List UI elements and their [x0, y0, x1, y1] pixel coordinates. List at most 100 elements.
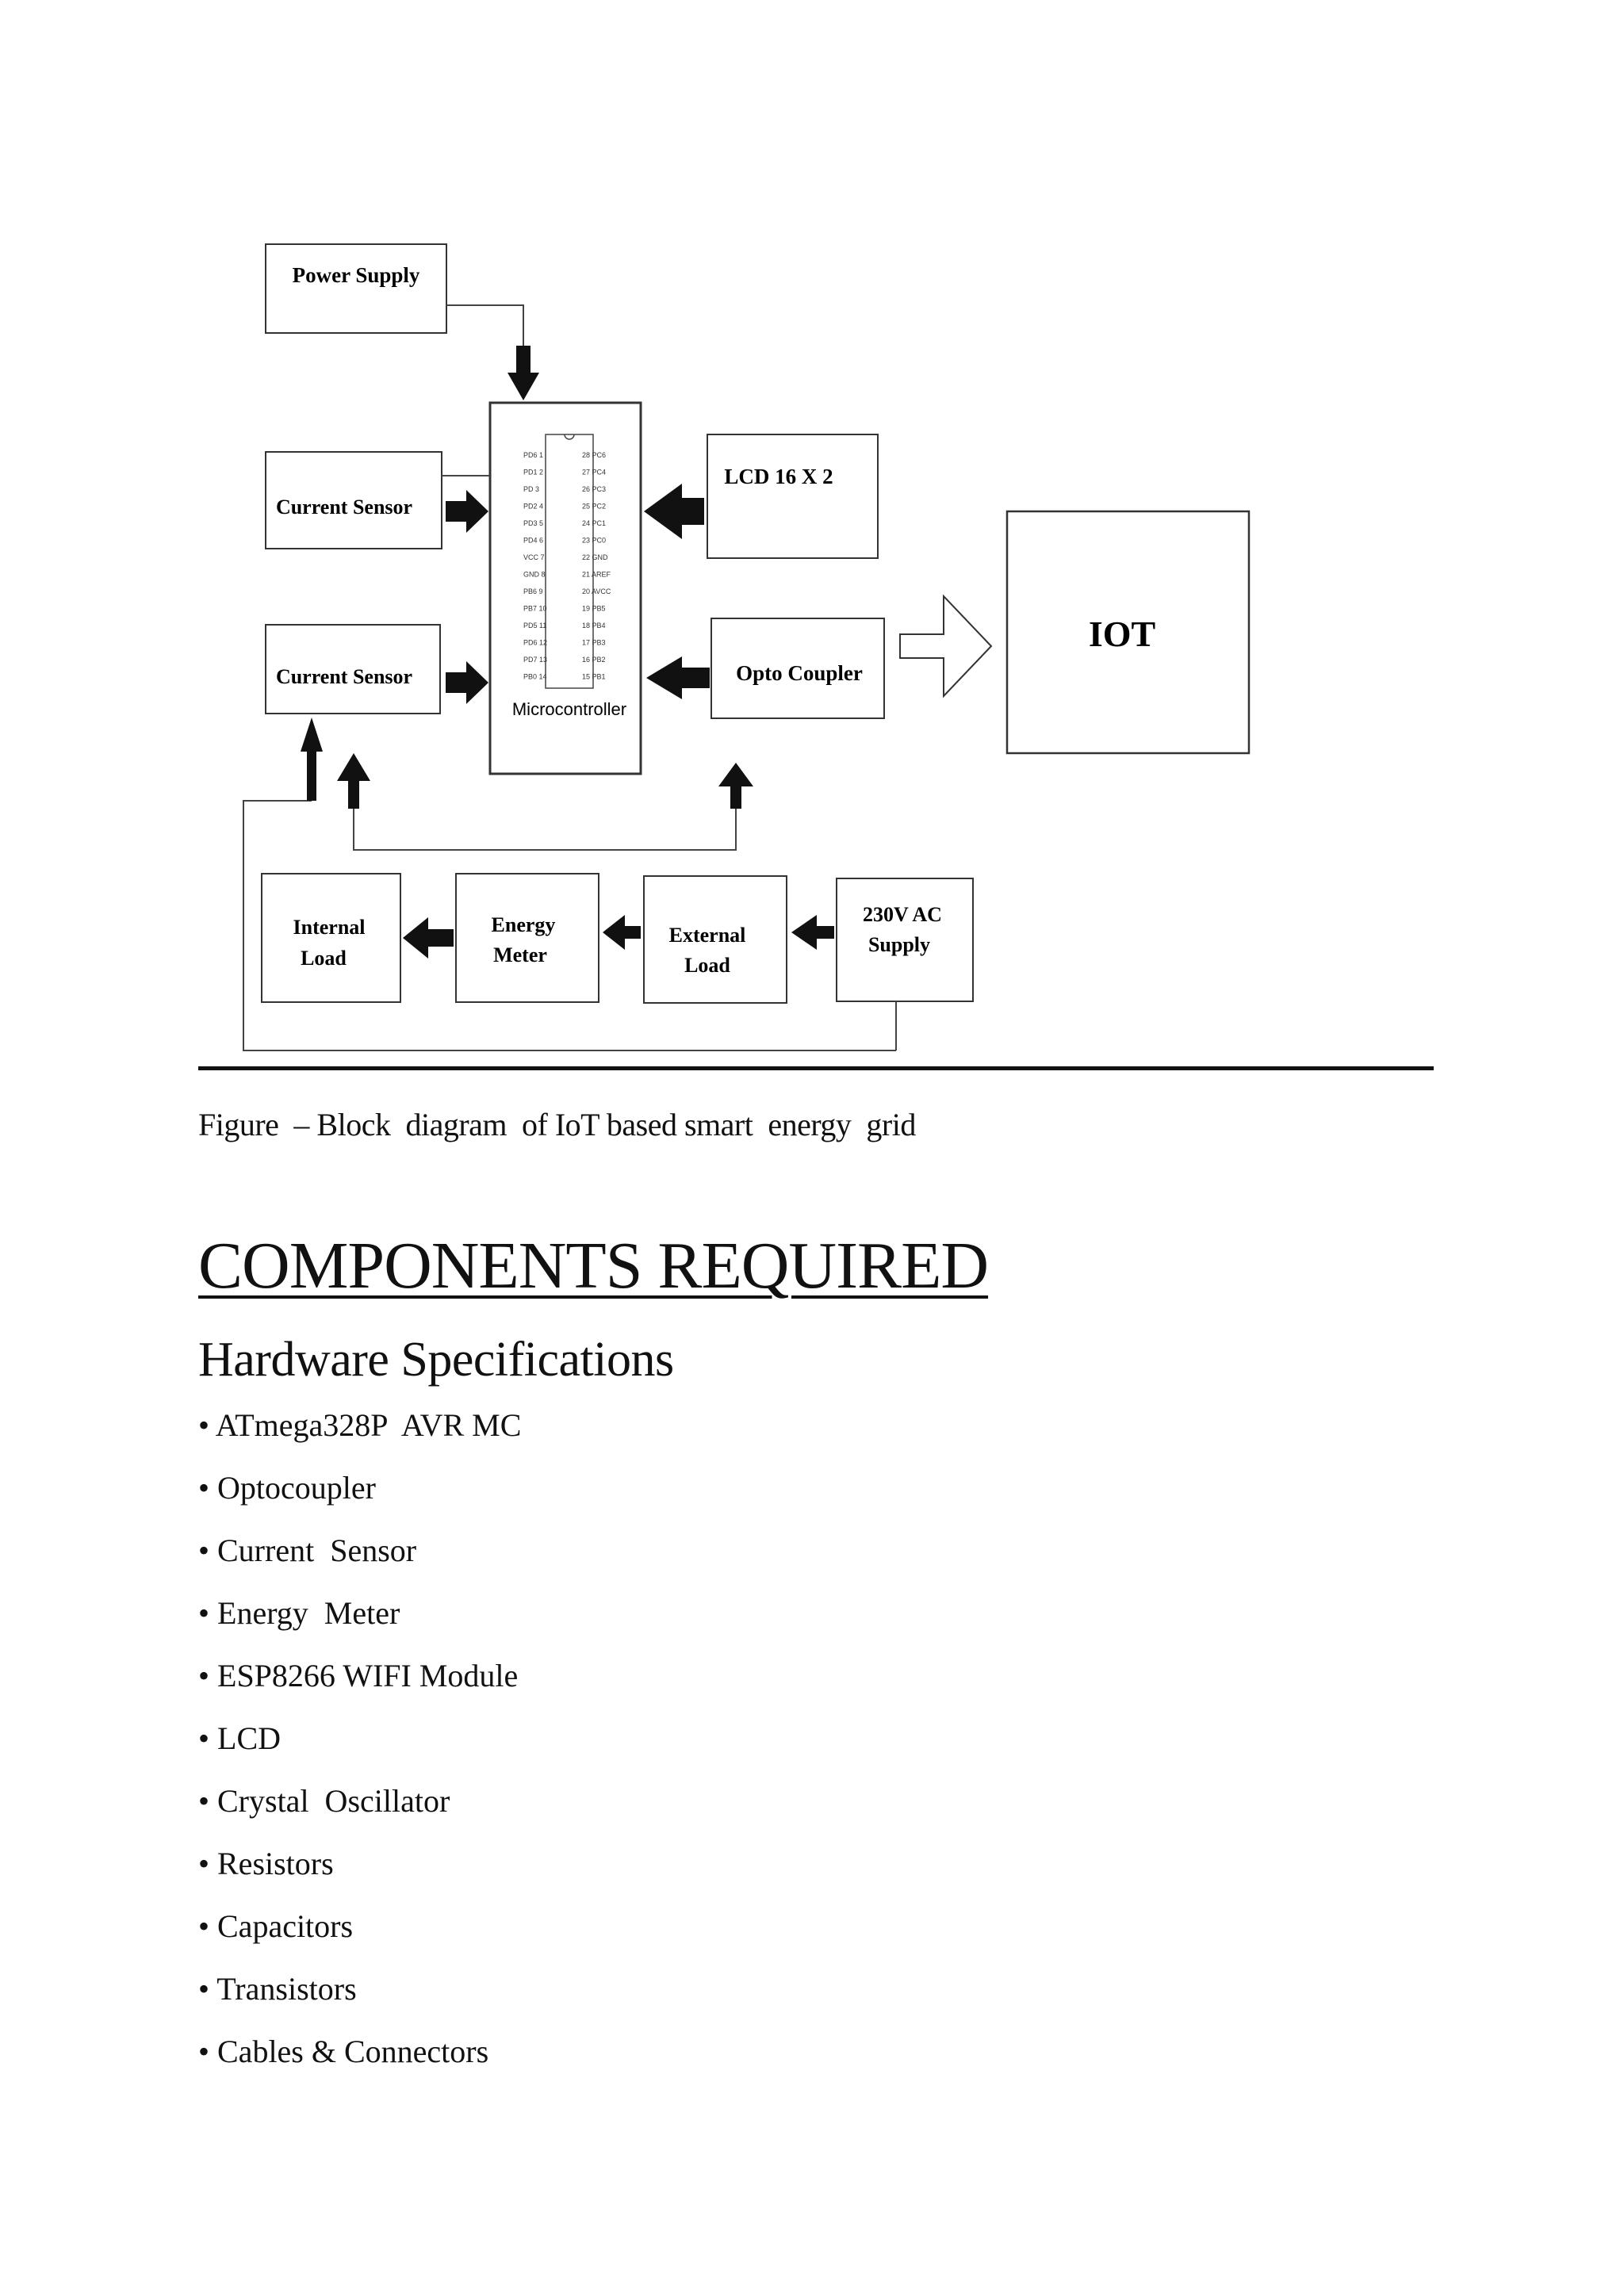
block-power-supply: Power Supply [265, 243, 447, 334]
chip-pin-label: PB0 14 [523, 673, 547, 681]
arrow-meter-to-sensor2 [337, 753, 370, 809]
spec-item: • Cables & Connectors [198, 2034, 489, 2069]
chip-pin-label: 19 PB5 [582, 605, 606, 613]
block-energy-meter-line-1: Energy [492, 913, 556, 936]
chip-pin-label: 25 PC2 [582, 503, 606, 511]
arrow-meter-to-opto [718, 763, 753, 809]
svg-text:External: External [669, 924, 746, 947]
svg-text:Current Sensor: Current Sensor [276, 496, 412, 519]
block-current-sensor-2: Current Sensor [265, 624, 441, 714]
chip-pin-label: VCC 7 [523, 553, 545, 561]
chip-pin-label: 22 GND [582, 553, 608, 561]
block-ac-supply-line-1: 230V AC [863, 903, 942, 926]
spec-item: • Current Sensor [198, 1533, 417, 1568]
chip-pin-label: 24 PC1 [582, 519, 606, 527]
block-internal-load-line-2: Load [301, 947, 347, 970]
block-ac-supply-line-2: Supply [868, 933, 930, 956]
chip-pin-label: PD1 2 [523, 469, 543, 476]
chip-pins-left: PD6 1 PD1 2 PD 3 PD2 4 PD3 5 PD4 6 VCC 7 GND 8 P… [523, 451, 547, 681]
arrow-meter-to-internal-load [403, 917, 454, 959]
svg-text:Load: Load [301, 947, 347, 970]
figure-caption: Figure – Block diagram of IoT based smar… [198, 1107, 916, 1142]
block-ac-supply: 230V AC Supply [836, 878, 974, 1002]
arrow-mcu-to-iot [899, 594, 993, 698]
arrow-external-load-to-meter [603, 915, 641, 950]
svg-text:Internal: Internal [293, 916, 366, 939]
svg-text:Opto Coupler: Opto Coupler [736, 661, 863, 685]
chip-pin-label: PD3 5 [523, 519, 543, 527]
block-iot: IOT [1005, 510, 1251, 755]
svg-text:Power Supply: Power Supply [293, 263, 420, 287]
svg-text:Energy: Energy [492, 913, 556, 936]
hardware-spec-list: • ATmega328P AVR MC • Optocoupler • Curren… [198, 1410, 521, 2099]
chip-pin-label: PD6 12 [523, 639, 547, 647]
chip-pin-label: PD2 4 [523, 503, 543, 511]
svg-text:Meter: Meter [493, 943, 547, 966]
block-external-load-line-2: Load [684, 954, 730, 977]
arrow-supply-to-external-load [791, 915, 834, 950]
figure-divider [198, 1066, 1434, 1070]
chip-pin-label: PB7 10 [523, 605, 547, 613]
chip-pin-label: PB6 9 [523, 587, 543, 595]
chip-pin-label: 28 PC6 [582, 451, 606, 459]
chip-pin-label: 18 PB4 [582, 622, 606, 629]
arrow-sensor2-to-mcu [446, 661, 488, 704]
chip-pin-label: 15 PB1 [582, 673, 606, 681]
svg-text:Current Sensor: Current Sensor [276, 665, 412, 688]
spec-item: • Optocoupler [198, 1470, 376, 1506]
chip-pin-label: PD5 11 [523, 622, 546, 629]
section-subheading: Hardware Specifications [198, 1333, 674, 1387]
spec-item: • Transistors [198, 1971, 357, 2007]
arrow-power-to-mcu [508, 346, 539, 400]
block-external-load: External Load [643, 875, 787, 1004]
block-power-supply-label: Power Supply [293, 263, 420, 287]
block-current-sensor-2-label: Current Sensor [276, 665, 412, 688]
block-current-sensor-1-label: Current Sensor [276, 496, 412, 519]
chip-pin-label: 21 AREF [582, 571, 611, 579]
chip-pin-label: PD7 13 [523, 656, 547, 664]
arrow-sensor1-to-mcu [446, 490, 488, 533]
arrow-opto-to-mcu [646, 656, 710, 699]
chip-pin-label: 27 PC4 [582, 469, 606, 476]
spec-item: • LCD [198, 1720, 282, 1756]
svg-text:230V AC: 230V AC [863, 903, 942, 926]
block-internal-load: Internal Load [261, 873, 401, 1003]
block-energy-meter-line-2: Meter [493, 943, 547, 966]
spec-item: • ESP8266 WIFI Module [198, 1658, 519, 1693]
svg-text:LCD 16 X 2: LCD 16 X 2 [724, 465, 833, 488]
block-current-sensor-1: Current Sensor [265, 451, 442, 549]
block-opto-coupler-label: Opto Coupler [736, 661, 863, 685]
spec-item: • Crystal Oscillator [198, 1783, 450, 1819]
chip-pin-label: 26 PC3 [582, 485, 606, 493]
chip-pin-label: 23 PC0 [582, 537, 606, 545]
block-internal-load-line-1: Internal [293, 916, 366, 939]
block-lcd-label: LCD 16 X 2 [724, 465, 833, 488]
arrow-lcd-to-mcu [644, 484, 704, 539]
spec-item: • Resistors [198, 1846, 334, 1881]
chip-pin-label: GND 8 [523, 571, 546, 579]
svg-text:IOT: IOT [1089, 614, 1155, 654]
block-microcontroller-label: Microcontroller [512, 699, 626, 719]
chip-pin-label: PD4 6 [523, 537, 543, 545]
chip-pin-label: 20 AVCC [582, 587, 611, 595]
block-iot-label: IOT [1089, 614, 1155, 654]
spec-item: • Energy Meter [198, 1595, 400, 1631]
chip-pin-label: PD6 1 [523, 451, 543, 459]
block-external-load-line-1: External [669, 924, 746, 947]
chip-pin-label: PD 3 [523, 485, 539, 493]
block-microcontroller: PD6 1 PD1 2 PD 3 PD2 4 PD3 5 PD4 6 VCC 7 GND 8 P… [488, 401, 642, 775]
svg-text:Load: Load [684, 954, 730, 977]
spec-item: • ATmega328P AVR MC [198, 1407, 522, 1443]
chip-pin-label: 17 PB3 [582, 639, 606, 647]
svg-text:Supply: Supply [868, 933, 930, 956]
spec-item: • Capacitors [198, 1908, 354, 1944]
connector-lines [243, 304, 897, 1051]
svg-text:Microcontroller: Microcontroller [512, 699, 626, 719]
section-heading: COMPONENTS REQUIRED [198, 1229, 989, 1303]
chip-pin-label: 16 PB2 [582, 656, 606, 664]
block-lcd: LCD 16 X 2 [707, 434, 879, 559]
block-energy-meter: Energy Meter [455, 873, 599, 1003]
arrow-feed-to-sensor2 [301, 718, 323, 801]
chip-pins-right: 28 PC6 27 PC4 26 PC3 25 PC2 24 PC1 23 PC0 22 G… [582, 451, 611, 681]
block-opto-coupler: Opto Coupler [710, 618, 885, 719]
